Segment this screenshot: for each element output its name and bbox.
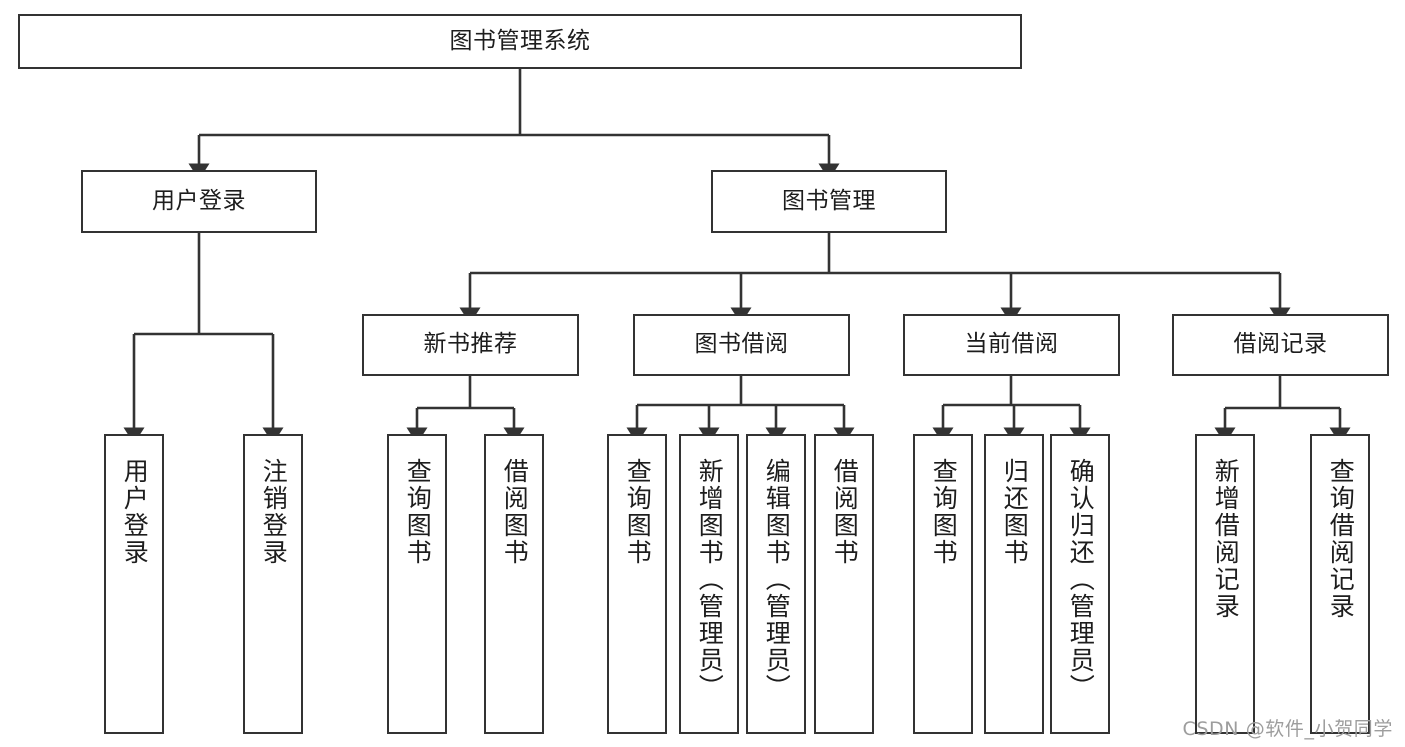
node-label: 新增借阅记录 bbox=[1211, 458, 1241, 620]
leaf-node-edit-book-admin[interactable]: 编辑图书（管理员） bbox=[746, 434, 806, 734]
node-label: 借阅记录 bbox=[1233, 331, 1328, 358]
level2-node-user-login[interactable]: 用户登录 bbox=[81, 170, 317, 233]
leaf-node-borrow-book[interactable]: 借阅图书 bbox=[814, 434, 874, 734]
node-label: 图书管理系统 bbox=[449, 27, 591, 54]
node-label: 新书推荐 bbox=[423, 331, 518, 358]
node-label: 借阅图书 bbox=[500, 458, 530, 566]
level3-node-book-borrow[interactable]: 图书借阅 bbox=[633, 314, 850, 376]
leaf-node-query-book-new[interactable]: 查询图书 bbox=[387, 434, 447, 734]
node-label: 查询图书 bbox=[623, 458, 653, 566]
node-label: 查询图书 bbox=[929, 458, 959, 566]
level3-node-borrow-record[interactable]: 借阅记录 bbox=[1172, 314, 1389, 376]
root-node-root[interactable]: 图书管理系统 bbox=[18, 14, 1022, 69]
leaf-node-logout-leaf[interactable]: 注销登录 bbox=[243, 434, 303, 734]
leaf-node-query-book-borrow[interactable]: 查询图书 bbox=[607, 434, 667, 734]
level3-node-new-book-recommend[interactable]: 新书推荐 bbox=[362, 314, 579, 376]
node-label: 编辑图书（管理员） bbox=[762, 458, 792, 701]
level3-node-current-borrow[interactable]: 当前借阅 bbox=[903, 314, 1120, 376]
leaf-node-add-book-admin[interactable]: 新增图书（管理员） bbox=[679, 434, 739, 734]
csdn-watermark: CSDN @软件_小贺同学 bbox=[1182, 718, 1393, 740]
level2-node-book-manage[interactable]: 图书管理 bbox=[711, 170, 947, 233]
leaf-node-query-borrow-record[interactable]: 查询借阅记录 bbox=[1310, 434, 1370, 734]
node-label: 用户登录 bbox=[120, 458, 150, 566]
leaf-node-return-book[interactable]: 归还图书 bbox=[984, 434, 1044, 734]
node-label: 查询图书 bbox=[403, 458, 433, 566]
node-label: 图书管理 bbox=[782, 187, 876, 214]
leaf-node-confirm-return-admin[interactable]: 确认归还（管理员） bbox=[1050, 434, 1110, 734]
leaf-node-borrow-book-new[interactable]: 借阅图书 bbox=[484, 434, 544, 734]
node-label: 当前借阅 bbox=[964, 331, 1059, 358]
node-label: 确认归还（管理员） bbox=[1066, 458, 1096, 701]
leaf-node-user-login-leaf[interactable]: 用户登录 bbox=[104, 434, 164, 734]
node-label: 注销登录 bbox=[259, 458, 289, 566]
node-label: 查询借阅记录 bbox=[1326, 458, 1356, 620]
leaf-node-query-book-current[interactable]: 查询图书 bbox=[913, 434, 973, 734]
node-label: 新增图书（管理员） bbox=[695, 458, 725, 701]
node-label: 归还图书 bbox=[1000, 458, 1030, 566]
leaf-node-add-borrow-record[interactable]: 新增借阅记录 bbox=[1195, 434, 1255, 734]
node-label: 借阅图书 bbox=[830, 458, 860, 566]
node-label: 图书借阅 bbox=[694, 331, 789, 358]
node-label: 用户登录 bbox=[152, 187, 246, 214]
